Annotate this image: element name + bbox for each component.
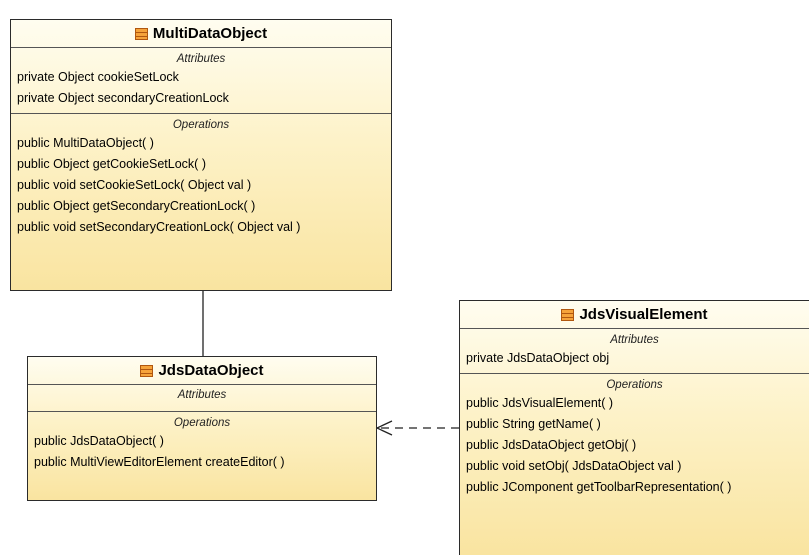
- operation[interactable]: public String getName( ): [466, 417, 601, 431]
- class-jdsvisualelement[interactable]: JdsVisualElement Attributes private JdsD…: [459, 300, 809, 555]
- class-header: MultiDataObject: [11, 20, 391, 48]
- attributes-title: Attributes: [176, 53, 226, 65]
- class-icon: [140, 364, 154, 377]
- attributes-title: Attributes: [177, 389, 227, 401]
- operation[interactable]: public JComponent getToolbarRepresentati…: [466, 480, 732, 494]
- class-icon: [134, 27, 148, 40]
- operation[interactable]: public JdsDataObject( ): [34, 434, 164, 448]
- operations-compartment: Operations public JdsVisualElement( ) pu…: [460, 373, 809, 502]
- class-name: MultiDataObject: [152, 25, 268, 42]
- attributes-title: Attributes: [610, 334, 659, 346]
- operation[interactable]: public Object getCookieSetLock( ): [17, 157, 206, 171]
- operation[interactable]: public MultiViewEditorElement createEdit…: [34, 455, 285, 469]
- class-icon: [561, 308, 575, 321]
- class-jdsdataobject[interactable]: JdsDataObject Attributes Operations publ…: [27, 356, 377, 501]
- operation[interactable]: public void setObj( JdsDataObject val ): [466, 459, 682, 473]
- attribute[interactable]: private Object cookieSetLock: [17, 70, 179, 84]
- attributes-compartment: Attributes: [28, 385, 376, 411]
- operation[interactable]: public Object getSecondaryCreationLock( …: [17, 199, 256, 213]
- class-header: JdsDataObject: [28, 357, 376, 385]
- attribute[interactable]: private JdsDataObject obj: [466, 351, 610, 365]
- operation[interactable]: public JdsVisualElement( ): [466, 396, 614, 410]
- operation[interactable]: public void setCookieSetLock( Object val…: [17, 178, 252, 192]
- operations-title: Operations: [172, 119, 230, 131]
- operation[interactable]: public JdsDataObject getObj( ): [466, 438, 637, 452]
- operations-title: Operations: [173, 417, 231, 429]
- operations-title: Operations: [606, 379, 663, 391]
- operations-compartment: Operations public JdsDataObject( ) publi…: [28, 411, 376, 477]
- operations-compartment: Operations public MultiDataObject( ) pub…: [11, 113, 391, 242]
- attribute[interactable]: private Object secondaryCreationLock: [17, 91, 229, 105]
- class-multidataobject[interactable]: MultiDataObject Attributes private Objec…: [10, 19, 392, 291]
- attributes-compartment: Attributes private Object cookieSetLock …: [11, 48, 391, 113]
- operation[interactable]: public MultiDataObject( ): [17, 136, 154, 150]
- class-name: JdsDataObject: [158, 362, 264, 379]
- class-header: JdsVisualElement: [460, 301, 809, 329]
- class-name: JdsVisualElement: [579, 306, 708, 323]
- operation[interactable]: public void setSecondaryCreationLock( Ob…: [17, 220, 301, 234]
- attributes-compartment: Attributes private JdsDataObject obj: [460, 329, 809, 373]
- dependency-arrowhead: [375, 420, 393, 436]
